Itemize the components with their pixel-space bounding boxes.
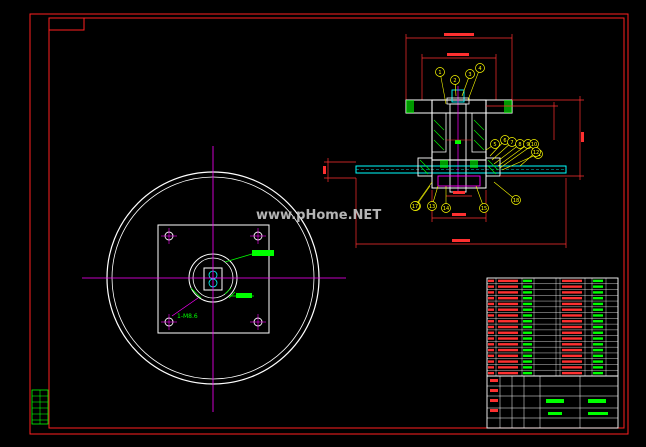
callout-number: 7: [510, 140, 513, 146]
callout-balloon: [427, 201, 437, 211]
callout-balloon: [511, 195, 521, 205]
callout-balloon: [490, 139, 500, 149]
top-dimensions: [405, 34, 513, 100]
callout-number: 2: [453, 78, 456, 84]
title-block: [486, 277, 619, 429]
callout-number: 1: [438, 70, 441, 76]
callout-number: 18: [513, 198, 519, 204]
callout-leader: [499, 143, 535, 169]
callout-balloon: [441, 203, 451, 213]
callout-balloon: [531, 147, 541, 157]
inner-border: [48, 17, 625, 429]
callout-balloon: [479, 203, 489, 213]
callout-number: 15: [481, 206, 487, 212]
callout-number: 3: [468, 72, 471, 78]
callout-number: 5: [493, 142, 496, 148]
callout-balloon: [465, 69, 475, 79]
plan-dim-label: 1-M8.6: [177, 313, 198, 320]
callout-number: 8: [518, 142, 521, 148]
lower-nut: [437, 175, 481, 187]
callout-balloon: [475, 63, 485, 73]
callout-number: 6: [503, 138, 506, 144]
watermark: www.pHome.NET: [256, 208, 381, 223]
callout-leader: [467, 67, 481, 101]
callout-leader: [414, 181, 433, 207]
callout-number: 12: [533, 150, 539, 156]
plate-tag: [252, 250, 274, 256]
callout-balloon: [410, 201, 420, 211]
callout-number: 10: [531, 142, 537, 148]
callout-balloon: [435, 67, 445, 77]
callout-number: 14: [443, 206, 449, 212]
housing: [431, 99, 487, 161]
callout-number: 9: [526, 142, 529, 148]
housing-hatch: [433, 119, 485, 151]
callout-leader: [497, 143, 529, 167]
callout-leader: [439, 71, 447, 105]
plan-view: 1-M8.6: [82, 146, 346, 412]
hub-hatch: [190, 287, 236, 299]
callout-leader: [493, 143, 521, 165]
callout-balloon: [450, 75, 460, 85]
corner-mark: [49, 18, 85, 31]
callouts: 123456789101112131415161718: [410, 63, 543, 213]
outer-border: [29, 13, 629, 435]
mount-plate: [157, 224, 270, 334]
callout-leader: [501, 153, 539, 171]
binding-strip: [31, 389, 49, 425]
callout-number: 4: [478, 66, 481, 72]
callout-number: 17: [412, 204, 418, 210]
callout-number: 13: [429, 204, 435, 210]
section-view: 123456789101112131415161718: [323, 33, 584, 248]
